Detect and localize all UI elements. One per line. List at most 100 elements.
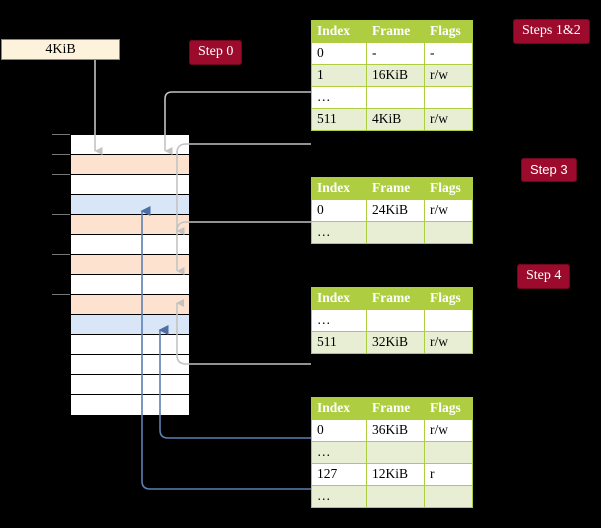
memory-frame-cell xyxy=(71,135,189,155)
table-row: … xyxy=(311,86,473,109)
table-cell-frame xyxy=(366,221,425,244)
table-cell-index: … xyxy=(311,221,367,244)
table-cell-flags xyxy=(424,441,473,464)
column-header-index: Index xyxy=(311,177,367,200)
table-cell-index: … xyxy=(311,309,367,332)
step-label-step0: Step 0 xyxy=(189,40,243,65)
table-cell-index: 511 xyxy=(311,108,367,131)
table-cell-frame: 16KiB xyxy=(366,64,425,87)
table-cell-flags: r/w xyxy=(424,199,473,222)
table-cell-index: 127 xyxy=(311,463,367,486)
column-header-index: Index xyxy=(311,287,367,310)
memory-frame-cell xyxy=(71,175,189,195)
table-row: … xyxy=(311,441,473,464)
memory-row-tick xyxy=(52,254,70,255)
step-label-text: Step 4 xyxy=(526,268,562,283)
wire-table2-row0-to-memory xyxy=(176,221,311,275)
memory-frame-cell xyxy=(71,155,189,175)
wire-table3-row511-to-memory xyxy=(176,299,311,365)
memory-frame-cell xyxy=(71,235,189,255)
wire-table1-row511-to-memory xyxy=(176,143,311,235)
memory-frame-cell xyxy=(71,275,189,295)
table-cell-flags xyxy=(424,309,473,332)
table-cell-frame: 32KiB xyxy=(366,331,425,354)
column-header-index: Index xyxy=(311,397,367,420)
table-cell-flags: r/w xyxy=(424,64,473,87)
table-cell-frame: 24KiB xyxy=(366,199,425,222)
memory-frame-cell xyxy=(71,255,189,275)
column-header-flags: Flags xyxy=(424,177,473,200)
step-label-steps1and2: Steps 1&2 xyxy=(513,19,590,44)
table-cell-flags: r/w xyxy=(424,108,473,131)
table-row: … xyxy=(311,485,473,508)
table-cell-frame: 4KiB xyxy=(366,108,425,131)
memory-row-tick xyxy=(52,174,70,175)
table-cell-frame: - xyxy=(366,42,425,65)
table-row: … xyxy=(311,221,473,244)
table-cell-index: 0 xyxy=(311,42,367,65)
memory-frame-cell xyxy=(71,335,189,355)
column-header-frame: Frame xyxy=(366,287,425,310)
table-cell-index: … xyxy=(311,485,367,508)
memory-frame-cell xyxy=(71,355,189,375)
table-cell-flags: r xyxy=(424,463,473,486)
memory-frame-cell xyxy=(71,375,189,395)
table-cell-flags: - xyxy=(424,42,473,65)
table-row: … xyxy=(311,309,473,332)
column-header-flags: Flags xyxy=(424,20,473,43)
source-frame-box: 4KiB xyxy=(1,39,120,60)
table-cell-frame xyxy=(366,441,425,464)
memory-frame-cell xyxy=(71,395,189,415)
memory-frame-cell xyxy=(71,215,189,235)
table-cell-frame: 12KiB xyxy=(366,463,425,486)
table-cell-flags xyxy=(424,485,473,508)
table-cell-frame xyxy=(366,86,425,109)
table-cell-frame: 36KiB xyxy=(366,419,425,442)
column-header-flags: Flags xyxy=(424,287,473,310)
column-header-index: Index xyxy=(311,20,367,43)
memory-frame-cell xyxy=(71,295,189,315)
table-cell-flags: r/w xyxy=(424,331,473,354)
step-label-step3: Step 3 xyxy=(521,158,577,182)
memory-frame-cell xyxy=(71,195,189,215)
table-cell-frame xyxy=(366,485,425,508)
step-label-text: Step 0 xyxy=(198,44,234,59)
table-cell-index: … xyxy=(311,86,367,109)
column-header-frame: Frame xyxy=(366,20,425,43)
table-cell-flags: r/w xyxy=(424,419,473,442)
column-header-frame: Frame xyxy=(366,177,425,200)
physical-memory-column xyxy=(70,134,190,416)
table-cell-index: 1 xyxy=(311,64,367,87)
table-cell-frame xyxy=(366,309,425,332)
table-cell-index: 0 xyxy=(311,419,367,442)
table-cell-index: … xyxy=(311,441,367,464)
column-header-frame: Frame xyxy=(366,397,425,420)
step-label-text: Steps 1&2 xyxy=(522,23,581,38)
memory-row-tick xyxy=(52,294,70,295)
memory-frame-cell xyxy=(71,315,189,335)
step-label-step4: Step 4 xyxy=(517,264,571,289)
source-frame-label: 4KiB xyxy=(45,41,76,57)
table-cell-flags xyxy=(424,86,473,109)
table-row: 0-- xyxy=(311,42,473,65)
memory-row-tick xyxy=(52,154,70,155)
memory-row-tick xyxy=(52,134,70,135)
table-cell-index: 511 xyxy=(311,331,367,354)
table-cell-index: 0 xyxy=(311,199,367,222)
column-header-flags: Flags xyxy=(424,397,473,420)
step-label-text: Step 3 xyxy=(530,162,568,177)
